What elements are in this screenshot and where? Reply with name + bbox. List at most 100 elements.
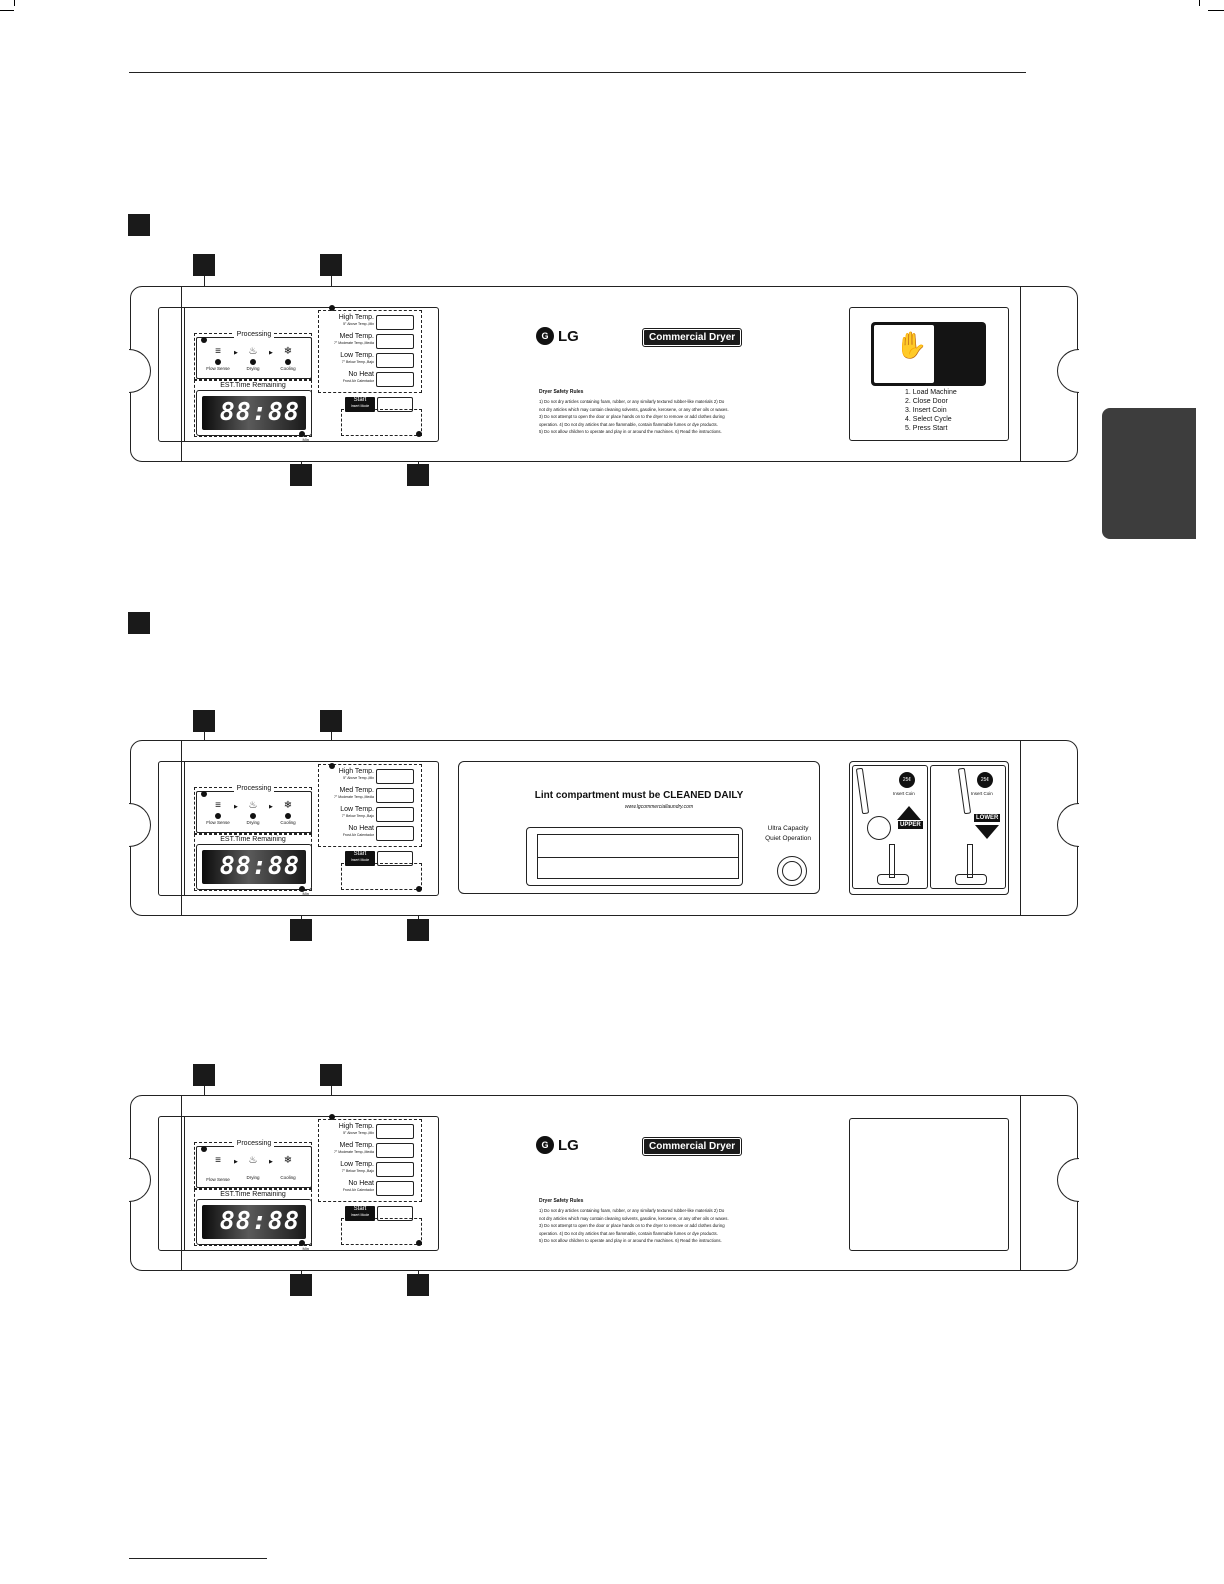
callout-marker bbox=[320, 1064, 342, 1086]
temp-highlight bbox=[318, 764, 422, 847]
crop-mark-left bbox=[0, 10, 14, 11]
rules-line: operation. 4) Do not dry articles that a… bbox=[539, 1230, 718, 1236]
temp-sub: 5° Above Temp.,Mix bbox=[343, 776, 374, 780]
temp-med[interactable]: Med Temp.7° Moderate Temp.,Media bbox=[321, 787, 416, 806]
dryer-panel-3: Processing ≡Flow Sense ▶ ♨Drying ▶ ❄Cool… bbox=[129, 1095, 1079, 1271]
temp-button[interactable] bbox=[376, 1162, 414, 1177]
door-knob[interactable] bbox=[777, 856, 807, 886]
lint-compartment[interactable] bbox=[526, 827, 743, 886]
coin-value-icon: 25¢ bbox=[899, 772, 915, 788]
temp-button[interactable] bbox=[376, 769, 414, 784]
start-button[interactable] bbox=[377, 1206, 413, 1221]
time-display: 88:88 Min bbox=[196, 1199, 312, 1251]
stage-flow-sense: ≡Flow Sense bbox=[205, 800, 231, 825]
blank-card-panel bbox=[849, 1118, 1009, 1251]
crop-mark-right bbox=[1208, 10, 1224, 11]
safety-rules: Dryer Safety Rules 1) Do not dry article… bbox=[539, 1198, 745, 1245]
processing-title: Processing bbox=[233, 1140, 275, 1147]
coin-value-icon: 25¢ bbox=[977, 772, 993, 788]
lint-message: Lint compartment must be CLEANED DAILY bbox=[534, 790, 744, 801]
arrow-icon: ▶ bbox=[269, 804, 273, 810]
temp-button[interactable] bbox=[376, 315, 414, 330]
temp-sub: Frost Air Calentador bbox=[342, 1188, 374, 1192]
temp-label: High Temp. bbox=[338, 768, 374, 775]
temp-sub: 5° Above Temp.,Mix bbox=[343, 322, 374, 326]
rules-line: 1) Do not dry articles containing foam, … bbox=[539, 399, 725, 404]
temp-low[interactable]: Low Temp.7° Below Temp.,Bajo bbox=[321, 1161, 416, 1180]
time-unit: Min bbox=[302, 437, 309, 442]
temp-high[interactable]: High Temp.5° Above Temp.,Mix bbox=[321, 768, 416, 787]
temp-low[interactable]: Low Temp.7° Below Temp.,Bajo bbox=[321, 806, 416, 825]
start-button[interactable] bbox=[377, 851, 413, 866]
processing-box: Processing ≡Flow Sense ▶ ♨Drying ▶ ❄Cool… bbox=[196, 785, 312, 833]
callout-dot bbox=[201, 1146, 207, 1152]
flow-sense-icon: ≡ bbox=[215, 346, 221, 357]
temp-low[interactable]: Low Temp.7° Below Temp.,Bajo bbox=[321, 352, 416, 371]
start-highlight bbox=[341, 1218, 422, 1245]
processing-box: Processing ≡Flow Sense ▶ ♨Drying ▶ ❄Cool… bbox=[196, 1140, 312, 1188]
temp-med[interactable]: Med Temp.7° Moderate Temp.,Media bbox=[321, 333, 416, 352]
temp-label: High Temp. bbox=[338, 1123, 374, 1130]
temp-high[interactable]: High Temp.5° Above Temp.,Mix bbox=[321, 1123, 416, 1142]
temp-button[interactable] bbox=[376, 334, 414, 349]
coin-chute bbox=[889, 844, 895, 878]
control-module bbox=[158, 307, 439, 442]
callout-marker bbox=[193, 1064, 215, 1086]
temp-sub: 5° Above Temp.,Mix bbox=[343, 1131, 374, 1135]
temp-button[interactable] bbox=[376, 372, 414, 387]
commercial-dryer-badge: Commercial Dryer bbox=[641, 1137, 743, 1156]
temp-sub: 7° Moderate Temp.,Media bbox=[333, 795, 374, 799]
status-led bbox=[215, 359, 221, 365]
coin-slot-upper[interactable]: 25¢ Insert Coin UPPER bbox=[852, 765, 928, 889]
down-arrow-icon bbox=[975, 825, 999, 839]
temp-highlight bbox=[318, 310, 422, 393]
control-module bbox=[158, 761, 439, 896]
drying-icon: ♨ bbox=[248, 800, 258, 811]
temp-label: Med Temp. bbox=[339, 787, 375, 794]
lcd-screen: 88:88 bbox=[202, 1205, 306, 1239]
lg-logo-text: LG bbox=[558, 1136, 579, 1154]
temp-sub: 7° Moderate Temp.,Media bbox=[333, 1150, 374, 1154]
coin-slot[interactable] bbox=[957, 767, 972, 815]
temp-label: No Heat bbox=[348, 371, 374, 378]
temp-button[interactable] bbox=[376, 788, 414, 803]
time-display: 88:88 Min bbox=[196, 390, 312, 442]
temp-button[interactable] bbox=[376, 353, 414, 368]
arrow-icon: ▶ bbox=[269, 1159, 273, 1165]
temp-label: Low Temp. bbox=[340, 352, 374, 359]
temp-button[interactable] bbox=[376, 826, 414, 841]
start-button[interactable] bbox=[377, 397, 413, 412]
panel-notch-left bbox=[129, 803, 151, 847]
coin-slot[interactable] bbox=[855, 767, 870, 815]
rules-line: 5) Do not allow children to operate and … bbox=[539, 429, 722, 435]
step: 5. Press Start bbox=[905, 425, 948, 432]
temp-button[interactable] bbox=[376, 1181, 414, 1196]
start-highlight bbox=[341, 409, 422, 436]
coin-slot-lower[interactable]: 25¢ Insert Coin LOWER bbox=[930, 765, 1006, 889]
stage-label: Flow Sense bbox=[206, 366, 230, 371]
ultra-line: Ultra Capacity bbox=[767, 825, 809, 832]
stage-cooling: ❄Cooling bbox=[275, 1155, 301, 1180]
temp-high[interactable]: High Temp.5° Above Temp.,Mix bbox=[321, 314, 416, 333]
time-title: EST.Time Remaining bbox=[220, 836, 286, 843]
stage-drying: ♨Drying bbox=[240, 1155, 266, 1180]
temp-label: No Heat bbox=[348, 1180, 374, 1187]
flow-sense-icon: ≡ bbox=[215, 1155, 221, 1166]
temp-button[interactable] bbox=[376, 1124, 414, 1139]
rules-line: operation. 4) Do not dry articles that a… bbox=[539, 421, 718, 427]
stage-drying: ♨Drying bbox=[240, 346, 266, 371]
temp-button[interactable] bbox=[376, 807, 414, 822]
temp-button[interactable] bbox=[376, 1143, 414, 1158]
time-title: EST.Time Remaining bbox=[220, 1191, 286, 1198]
instruction-illustration: ✋ bbox=[871, 322, 986, 386]
time-unit: Min bbox=[302, 1246, 309, 1251]
coin-return[interactable] bbox=[867, 816, 891, 840]
temp-med[interactable]: Med Temp.7° Moderate Temp.,Media bbox=[321, 1142, 416, 1161]
